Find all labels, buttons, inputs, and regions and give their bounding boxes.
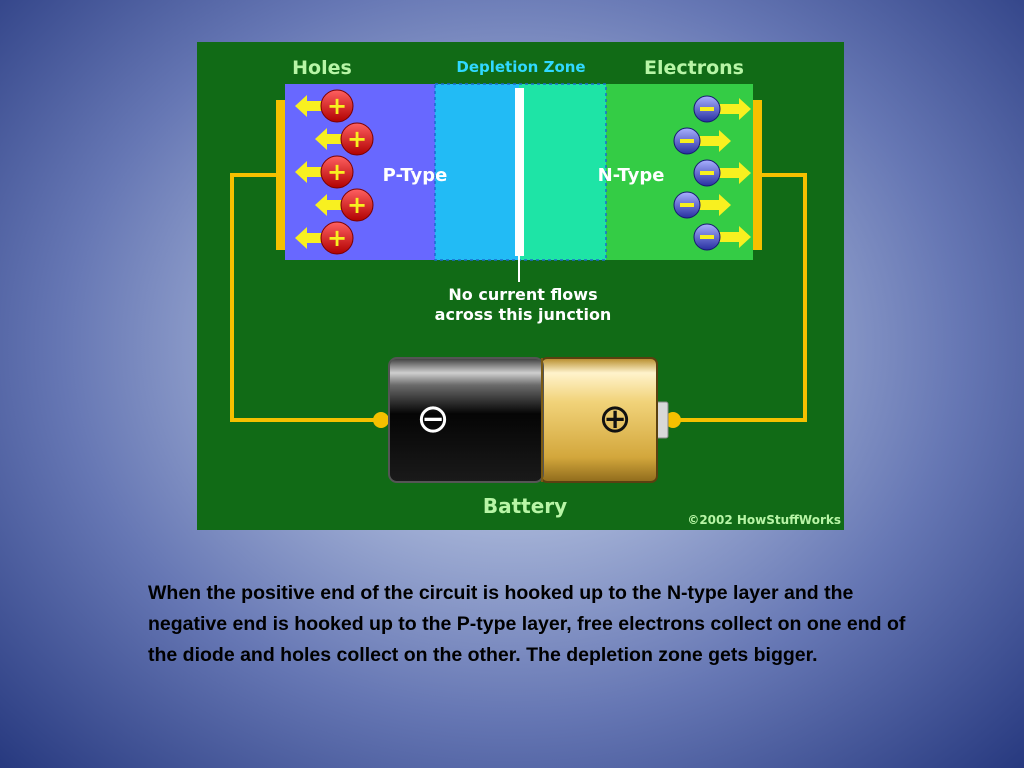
electron-particle <box>673 127 731 155</box>
electron-particle <box>693 95 751 123</box>
electron-particle <box>693 223 751 251</box>
right-arrow-icon <box>715 162 751 184</box>
right-arrow-icon <box>715 98 751 120</box>
minus-icon <box>700 107 714 111</box>
electron-particle <box>693 159 751 187</box>
plus-icon: + <box>347 191 367 219</box>
label-electrons: Electrons <box>644 57 744 79</box>
battery-plus-icon: ⊕ <box>598 396 632 442</box>
hole-circle <box>320 89 354 123</box>
depletion-zone-border <box>434 83 607 261</box>
right-arrow-icon <box>695 130 731 152</box>
label-holes: Holes <box>292 57 352 79</box>
battery-negative-terminal <box>373 412 389 428</box>
circuit-wire <box>230 173 807 422</box>
hole-circle <box>320 221 354 255</box>
hole-particle: + <box>315 122 374 156</box>
pn-junction-diagram: +++++ Holes Depletion Zone Electrons P-T… <box>197 42 844 530</box>
right-arrow-icon <box>715 226 751 248</box>
copyright-text: ©2002 HowStuffWorks <box>687 513 841 527</box>
plus-icon: + <box>347 125 367 153</box>
p-contact-plate <box>276 100 285 250</box>
plus-icon: + <box>327 224 347 252</box>
plus-icon: + <box>327 158 347 186</box>
right-arrow-icon <box>695 194 731 216</box>
left-arrow-icon <box>315 128 349 150</box>
depletion-zone-left <box>435 84 519 260</box>
junction-line <box>515 88 524 256</box>
electrons-group <box>673 95 751 251</box>
label-p-type: P-Type <box>383 165 448 186</box>
left-arrow-icon <box>295 95 329 117</box>
minus-icon <box>700 235 714 239</box>
hole-particle: + <box>295 155 354 189</box>
n-contact-plate <box>753 100 762 250</box>
left-arrow-icon <box>315 194 349 216</box>
hole-particle: + <box>315 188 374 222</box>
electron-particle <box>673 191 731 219</box>
hole-particle: + <box>295 89 354 123</box>
hole-circle <box>340 122 374 156</box>
hole-circle <box>320 155 354 189</box>
minus-icon <box>700 171 714 175</box>
battery-minus-icon: ⊖ <box>416 396 450 442</box>
junction-note-line2: across this junction <box>435 305 612 324</box>
caption-text: When the positive end of the circuit is … <box>148 582 906 666</box>
battery-positive-terminal <box>665 412 681 428</box>
hole-circle <box>340 188 374 222</box>
left-arrow-icon <box>295 161 329 183</box>
minus-icon <box>680 203 694 207</box>
label-n-type: N-Type <box>598 165 665 186</box>
plus-icon: + <box>327 92 347 120</box>
battery-black-cell <box>388 357 544 483</box>
hole-particle: + <box>295 221 354 255</box>
left-arrow-icon <box>295 227 329 249</box>
minus-icon <box>680 139 694 143</box>
depletion-zone-right <box>519 84 606 260</box>
label-battery: Battery <box>483 494 567 518</box>
label-depletion-zone: Depletion Zone <box>456 58 585 76</box>
junction-note-line1: No current flows <box>448 285 597 304</box>
battery: ⊖ ⊕ <box>388 357 669 483</box>
holes-group: +++++ <box>295 89 374 255</box>
